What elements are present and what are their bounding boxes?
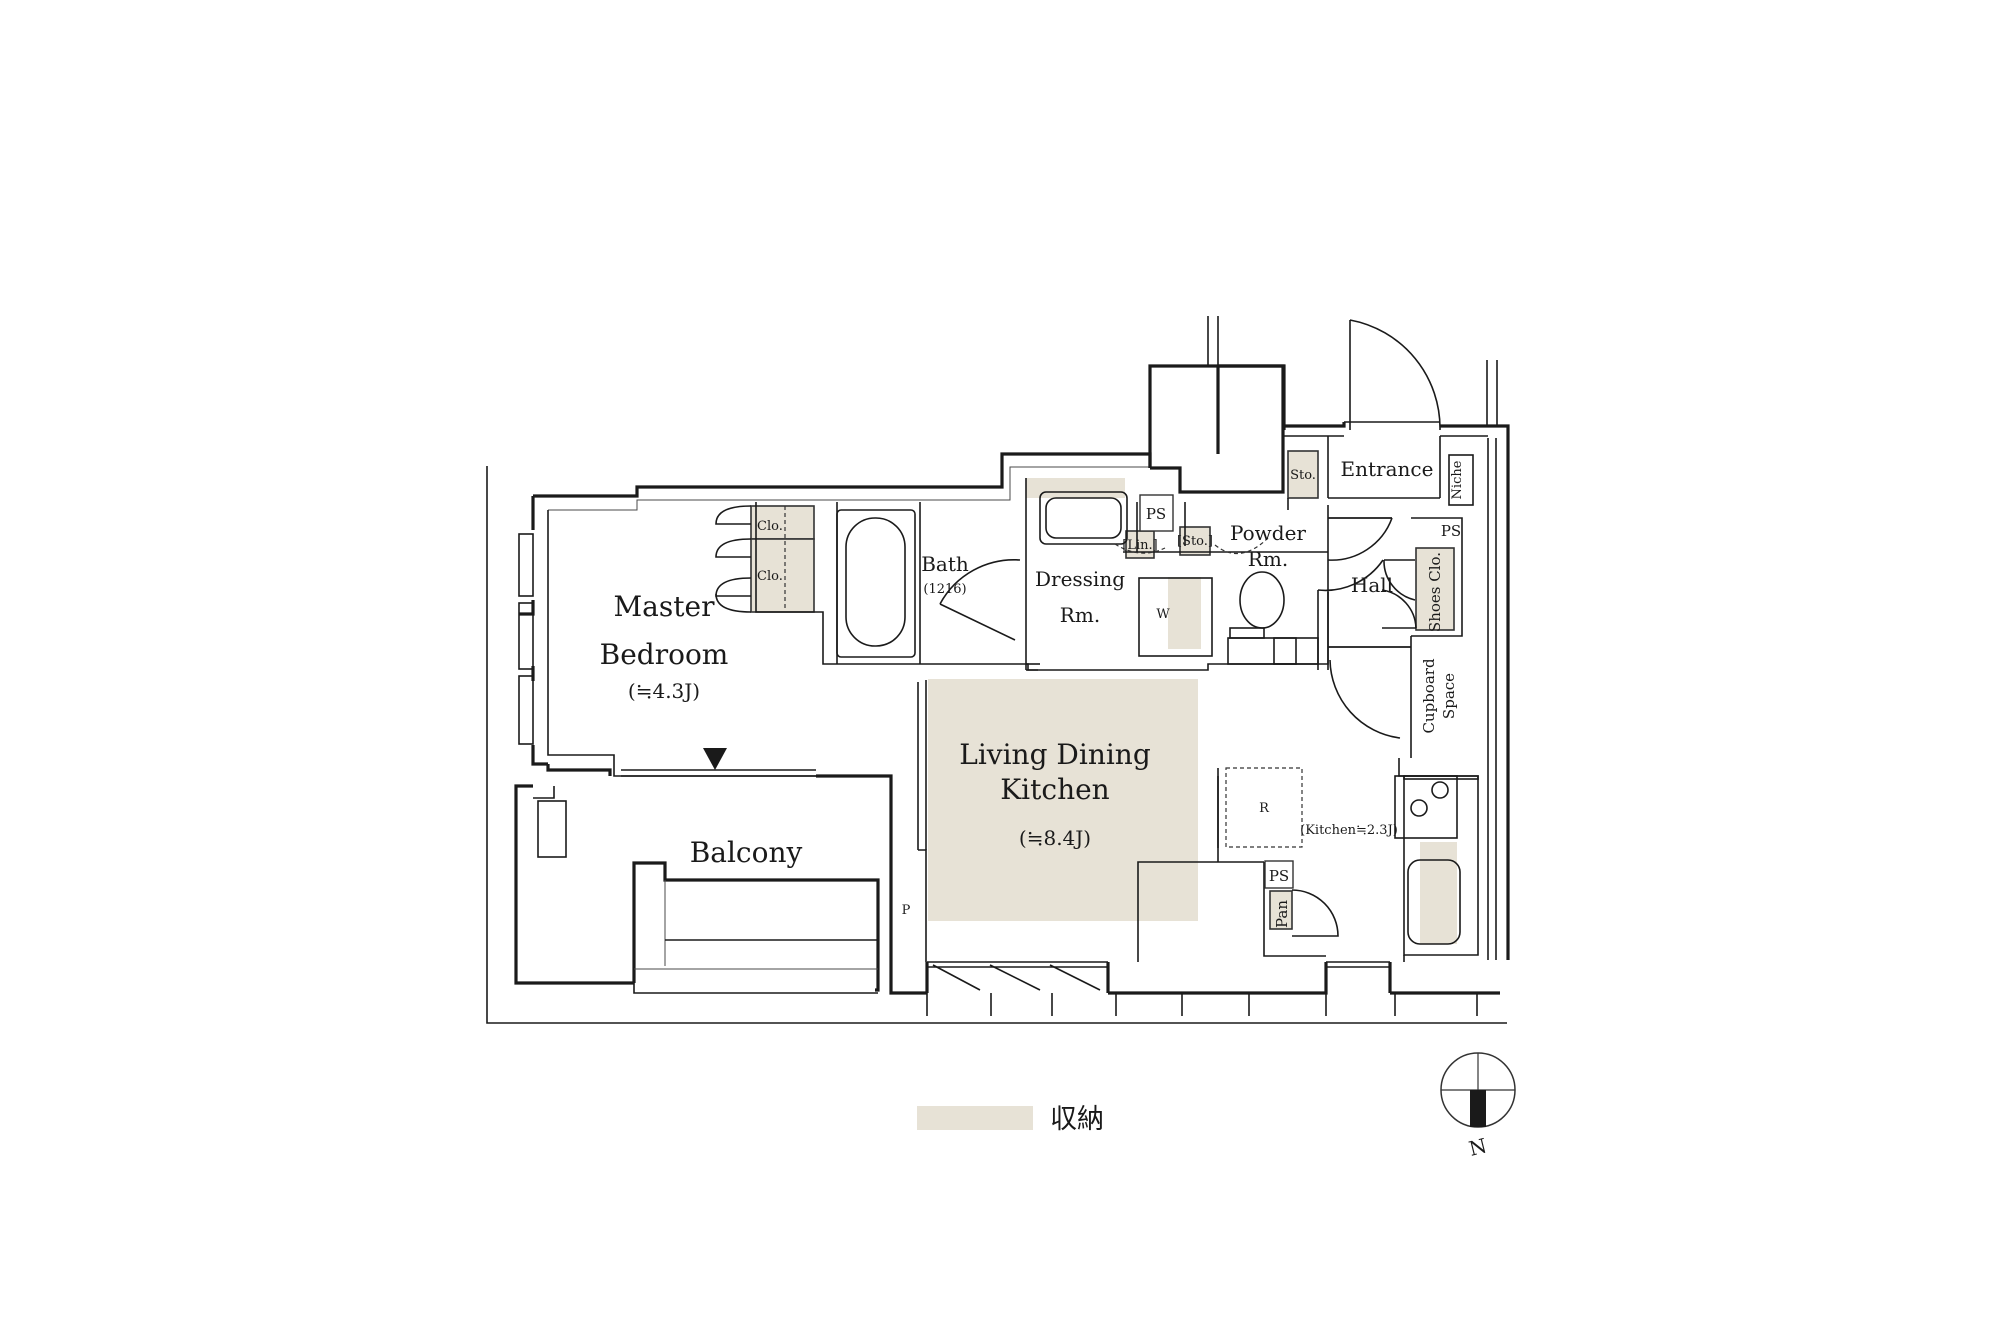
cupboard-label-2: Space [1440, 673, 1458, 719]
ldk-label-1: Living Dining [959, 738, 1151, 771]
legend-label: 収納 [1050, 1104, 1104, 1135]
balcony-label: Balcony [690, 836, 803, 869]
dressing-fixtures [1039, 491, 1269, 657]
living-windows [932, 964, 1101, 991]
master-bedroom-label-2: Bedroom [600, 638, 729, 671]
master-bedroom-label-1: Master [614, 590, 716, 623]
entrance-label: Entrance [1341, 457, 1434, 481]
dressing-label-1: Dressing [1035, 567, 1125, 591]
structural-column [1148, 364, 1285, 494]
legend: 収納 [917, 1104, 1104, 1135]
dressing-label-2: Rm. [1060, 603, 1100, 627]
entry-triangle-icon [703, 748, 727, 770]
niche-label: Niche [1450, 460, 1465, 499]
bath-size: (1216) [923, 582, 966, 597]
ps-hall-label: PS [1441, 522, 1461, 540]
entrance-door [1287, 319, 1474, 739]
powder-label-1: Powder [1230, 521, 1306, 545]
bath-fixtures [836, 509, 1021, 658]
ldk-label-2: Kitchen [1000, 773, 1109, 806]
legend-swatch [917, 1106, 1033, 1130]
refrigerator-label: R [1259, 801, 1270, 816]
bedroom-closets [715, 505, 786, 613]
storage-areas [750, 450, 1457, 944]
linen-label: [Lin.] [1122, 538, 1157, 553]
ldk-size: (≒8.4J) [1019, 826, 1091, 850]
ps-dressing-label: PS [1146, 505, 1166, 523]
master-bedroom-size: (≒4.3J) [628, 679, 700, 703]
powder-label-2: Rm. [1248, 547, 1288, 571]
north-label: N [1466, 1133, 1489, 1161]
storage-powder-label: [Sto.] [1177, 534, 1213, 549]
closet-label-2: Clo. [757, 569, 783, 584]
bath-label: Bath [921, 552, 969, 576]
pantry-label: Pan [1273, 900, 1291, 928]
room-labels: Master Bedroom (≒4.3J) Bath (1216) Dress… [600, 457, 1434, 869]
kitchen-size: (Kitchen≒2.3J) [1300, 823, 1398, 838]
ps-kitchen-label: PS [1269, 867, 1289, 885]
hall-label: Hall [1351, 573, 1393, 597]
balcony-fixtures [537, 800, 878, 941]
shoes-closet-label: Shoes Clo. [1426, 552, 1444, 632]
storage-entrance-label: Sto. [1290, 468, 1316, 483]
north-arrow-icon: N [1440, 1052, 1516, 1161]
pipe-label: P [902, 903, 911, 918]
powder-fixtures [1227, 559, 1384, 670]
cupboard-label-1: Cupboard [1420, 658, 1438, 733]
washer-label: W [1156, 607, 1170, 622]
fixture-labels: Clo. Clo. [Lin.] [Sto.] Sto. Niche Shoes… [757, 460, 1465, 928]
kitchen-fixtures [1217, 767, 1461, 945]
bedroom-windows [518, 533, 816, 777]
closet-label-1: Clo. [757, 519, 783, 534]
